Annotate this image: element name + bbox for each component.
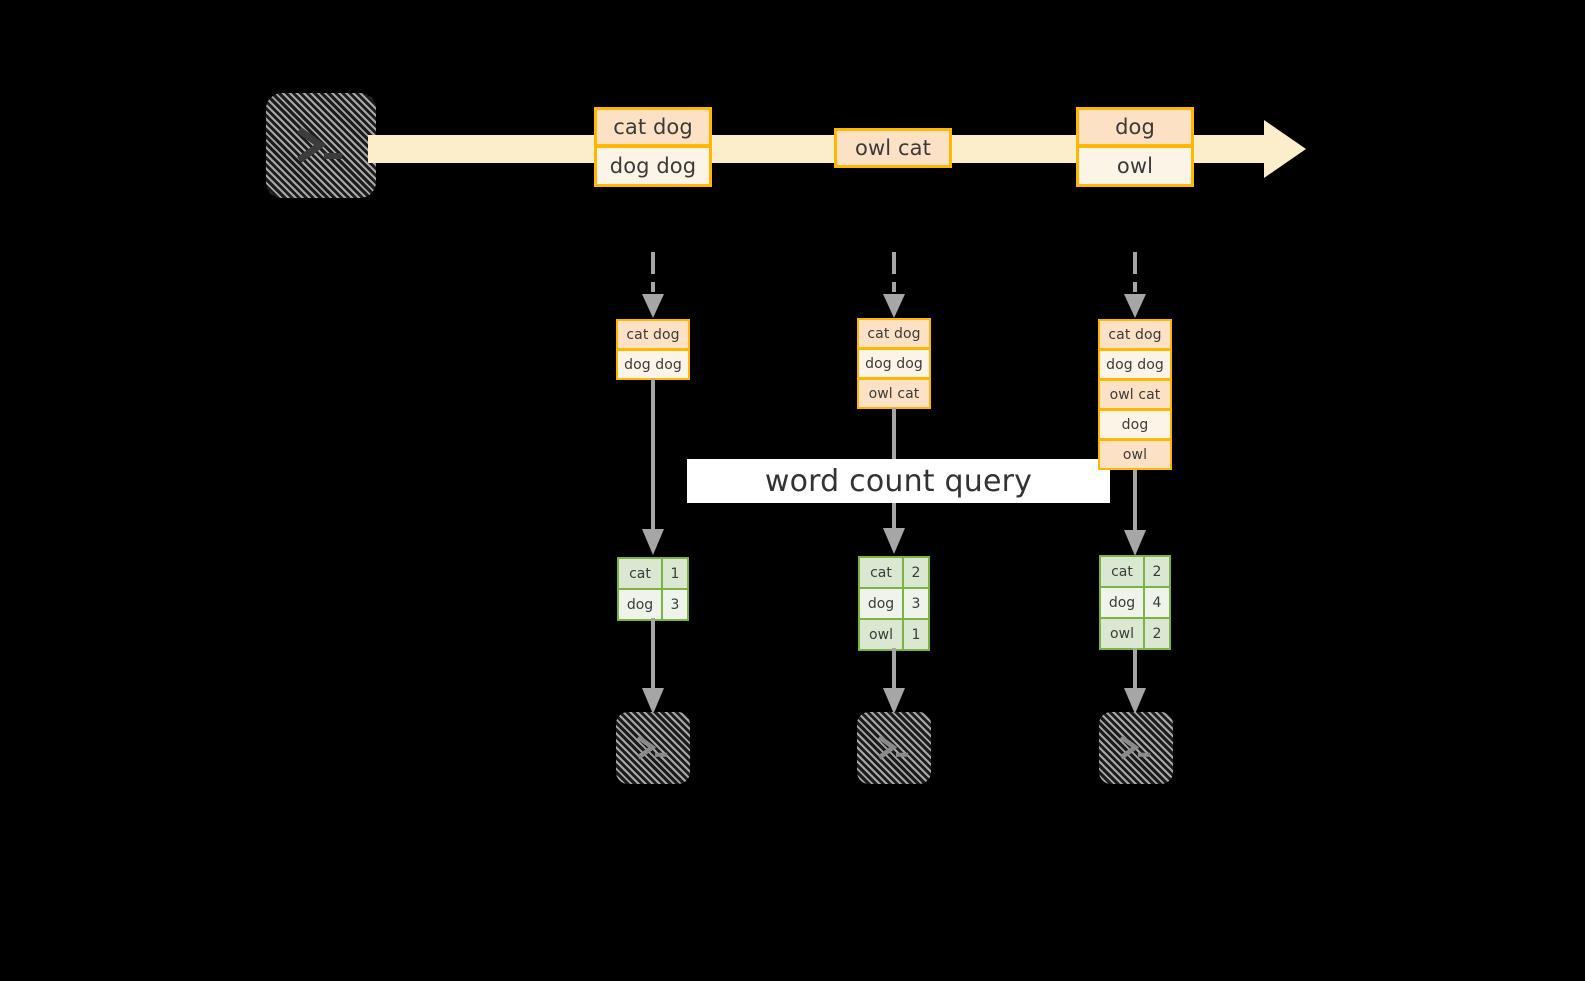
snapshot-2-intake-arrow-icon [879, 252, 909, 320]
snapshot-2-result-table: cat 2 dog 3 owl 1 [858, 556, 930, 651]
stream-event-1-line-1: cat dog [594, 107, 712, 147]
result-count: 3 [902, 587, 930, 620]
snapshot-3-intake-arrow-icon [1120, 252, 1150, 320]
table-row: dog 3 [858, 587, 930, 620]
snapshot-1-result-table: cat 1 dog 3 [617, 557, 689, 621]
stream-event-3: dog owl [1076, 107, 1194, 187]
snapshot-3-message-2: dog dog [1098, 349, 1172, 380]
snapshot-1-query-arrow-icon [638, 379, 668, 557]
result-word: owl [1099, 617, 1145, 650]
source-terminal-icon [266, 93, 376, 198]
result-count: 2 [1143, 555, 1171, 588]
table-row: owl 1 [858, 618, 930, 651]
result-count: 1 [661, 557, 689, 590]
result-count: 2 [902, 556, 930, 589]
table-row: cat 1 [617, 557, 689, 590]
terminal-prompt-glyph [1104, 717, 1168, 779]
snapshot-2-sink-terminal-icon [857, 712, 931, 784]
snapshot-3-sink-arrow-icon [1120, 648, 1150, 716]
result-word: cat [1099, 555, 1145, 588]
snapshot-1-sink-terminal-icon [616, 712, 690, 784]
snapshot-3-message-4: dog [1098, 409, 1172, 440]
snapshot-3-message-3: owl cat [1098, 379, 1172, 410]
result-count: 4 [1143, 586, 1171, 619]
table-row: cat 2 [1099, 555, 1171, 588]
result-word: dog [1099, 586, 1145, 619]
result-count: 1 [902, 618, 930, 651]
table-row: dog 4 [1099, 586, 1171, 619]
snapshot-1-message-1: cat dog [616, 319, 690, 350]
table-row: dog 3 [617, 588, 689, 621]
terminal-prompt-glyph [621, 717, 685, 779]
result-word: dog [858, 587, 904, 620]
result-word: cat [617, 557, 663, 590]
stream-event-2: owl cat [834, 128, 952, 168]
query-banner-label: word count query [764, 463, 1033, 499]
stream-event-3-line-2: owl [1076, 147, 1194, 187]
query-banner: word count query [687, 459, 1110, 503]
snapshot-1-intake-arrow-icon [638, 252, 668, 320]
snapshot-3-sink-terminal-icon [1099, 712, 1173, 784]
snapshot-2-message-3: owl cat [857, 378, 931, 409]
snapshot-3-messages: cat dog dog dog owl cat dog owl [1098, 319, 1172, 470]
snapshot-1-sink-arrow-icon [638, 618, 668, 716]
snapshot-3-result-table: cat 2 dog 4 owl 2 [1099, 555, 1171, 650]
snapshot-3-message-5: owl [1098, 439, 1172, 470]
stream-event-1-line-2: dog dog [594, 147, 712, 187]
terminal-prompt-glyph [862, 717, 926, 779]
snapshot-2-messages: cat dog dog dog owl cat [857, 318, 931, 409]
terminal-prompt-glyph [273, 100, 369, 191]
result-word: dog [617, 588, 663, 621]
snapshot-2-sink-arrow-icon [879, 648, 909, 716]
snapshot-2-message-1: cat dog [857, 318, 931, 349]
snapshot-1-message-2: dog dog [616, 349, 690, 380]
stream-event-3-line-1: dog [1076, 107, 1194, 147]
table-row: owl 2 [1099, 617, 1171, 650]
snapshot-2-message-2: dog dog [857, 348, 931, 379]
result-word: owl [858, 618, 904, 651]
result-count: 2 [1143, 617, 1171, 650]
table-row: cat 2 [858, 556, 930, 589]
result-word: cat [858, 556, 904, 589]
snapshot-1-messages: cat dog dog dog [616, 319, 690, 380]
stream-event-2-line-1: owl cat [834, 128, 952, 168]
result-count: 3 [661, 588, 689, 621]
snapshot-3-message-1: cat dog [1098, 319, 1172, 350]
stream-event-1: cat dog dog dog [594, 107, 712, 187]
snapshot-3-query-arrow-icon [1120, 470, 1150, 558]
